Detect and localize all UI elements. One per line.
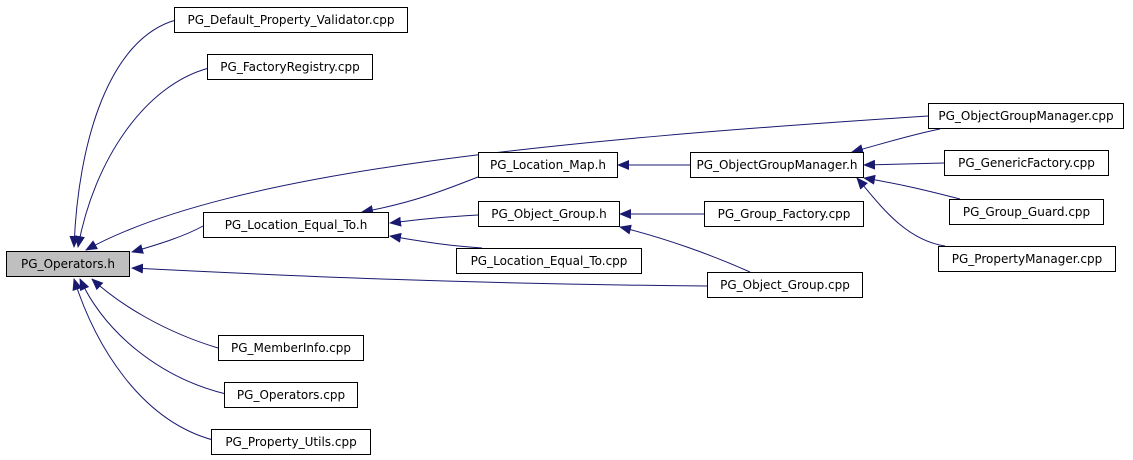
node-pg-location-equal-to-cpp[interactable]: PG_Location_Equal_To.cpp (456, 248, 642, 274)
edge-property_manager_cpp-to-object_group_manager_h (856, 177, 946, 247)
node-pg-memberinfo-cpp[interactable]: PG_MemberInfo.cpp (218, 335, 364, 361)
node-pg-group-guard-cpp[interactable]: PG_Group_Guard.cpp (949, 199, 1104, 225)
edge-location_equal_to_h-to-pg_operators_h (131, 225, 204, 254)
node-pg-location-equal-to-h[interactable]: PG_Location_Equal_To.h (203, 212, 389, 238)
node-pg-genericfactory-cpp[interactable]: PG_GenericFactory.cpp (944, 150, 1109, 176)
node-pg-objectgroupmanager-cpp[interactable]: PG_ObjectGroupManager.cpp (928, 103, 1124, 129)
edge-object_group_cpp-to-pg_operators_h (131, 263, 708, 287)
edge-object_group_cpp-to-object_group_h (619, 224, 751, 273)
node-pg-object-group-cpp[interactable]: PG_Object_Group.cpp (707, 272, 863, 298)
edge-object_group_manager_cpp-to-object_group_manager_h (851, 128, 941, 154)
edge-object_group_manager_cpp-to-pg_operators_h (85, 115, 929, 251)
edge-operators_cpp-to-pg_operators_h (79, 278, 227, 395)
edge-location_equal_to_cpp-to-location_equal_to_h (389, 232, 483, 249)
node-pg-objectgroupmanager-h[interactable]: PG_ObjectGroupManager.h (690, 152, 864, 178)
node-pg-group-factory-cpp[interactable]: PG_Group_Factory.cpp (704, 201, 864, 227)
node-pg-default-property-validator-cpp[interactable]: PG_Default_Property_Validator.cpp (174, 7, 408, 33)
node-pg-object-group-h[interactable]: PG_Object_Group.h (478, 201, 620, 227)
node-pg-location-map-h[interactable]: PG_Location_Map.h (478, 152, 618, 178)
edge-factory_registry_cpp-to-pg_operators_h (75, 67, 210, 248)
edge-group_guard_cpp-to-object_group_manager_h (863, 174, 961, 200)
node-pg-propertymanager-cpp[interactable]: PG_PropertyManager.cpp (938, 246, 1116, 272)
edge-object_group_h-to-location_equal_to_h (389, 214, 479, 227)
node-pg-operators-cpp[interactable]: PG_Operators.cpp (224, 382, 358, 408)
edge-property_utils_cpp-to-pg_operators_h (72, 278, 214, 441)
edge-location_map_h-to-location_equal_to_h (361, 176, 479, 215)
edge-default_property_validator_cpp-to-pg_operators_h (69, 19, 177, 248)
node-pg-factoryregistry-cpp[interactable]: PG_FactoryRegistry.cpp (207, 54, 373, 80)
edge-member_info_cpp-to-pg_operators_h (91, 278, 219, 349)
node-pg-operators-h[interactable]: PG_Operators.h (6, 251, 130, 277)
edge-generic_factory_cpp-to-object_group_manager_h (863, 159, 945, 170)
node-pg-property-utils-cpp[interactable]: PG_Property_Utils.cpp (211, 429, 371, 455)
